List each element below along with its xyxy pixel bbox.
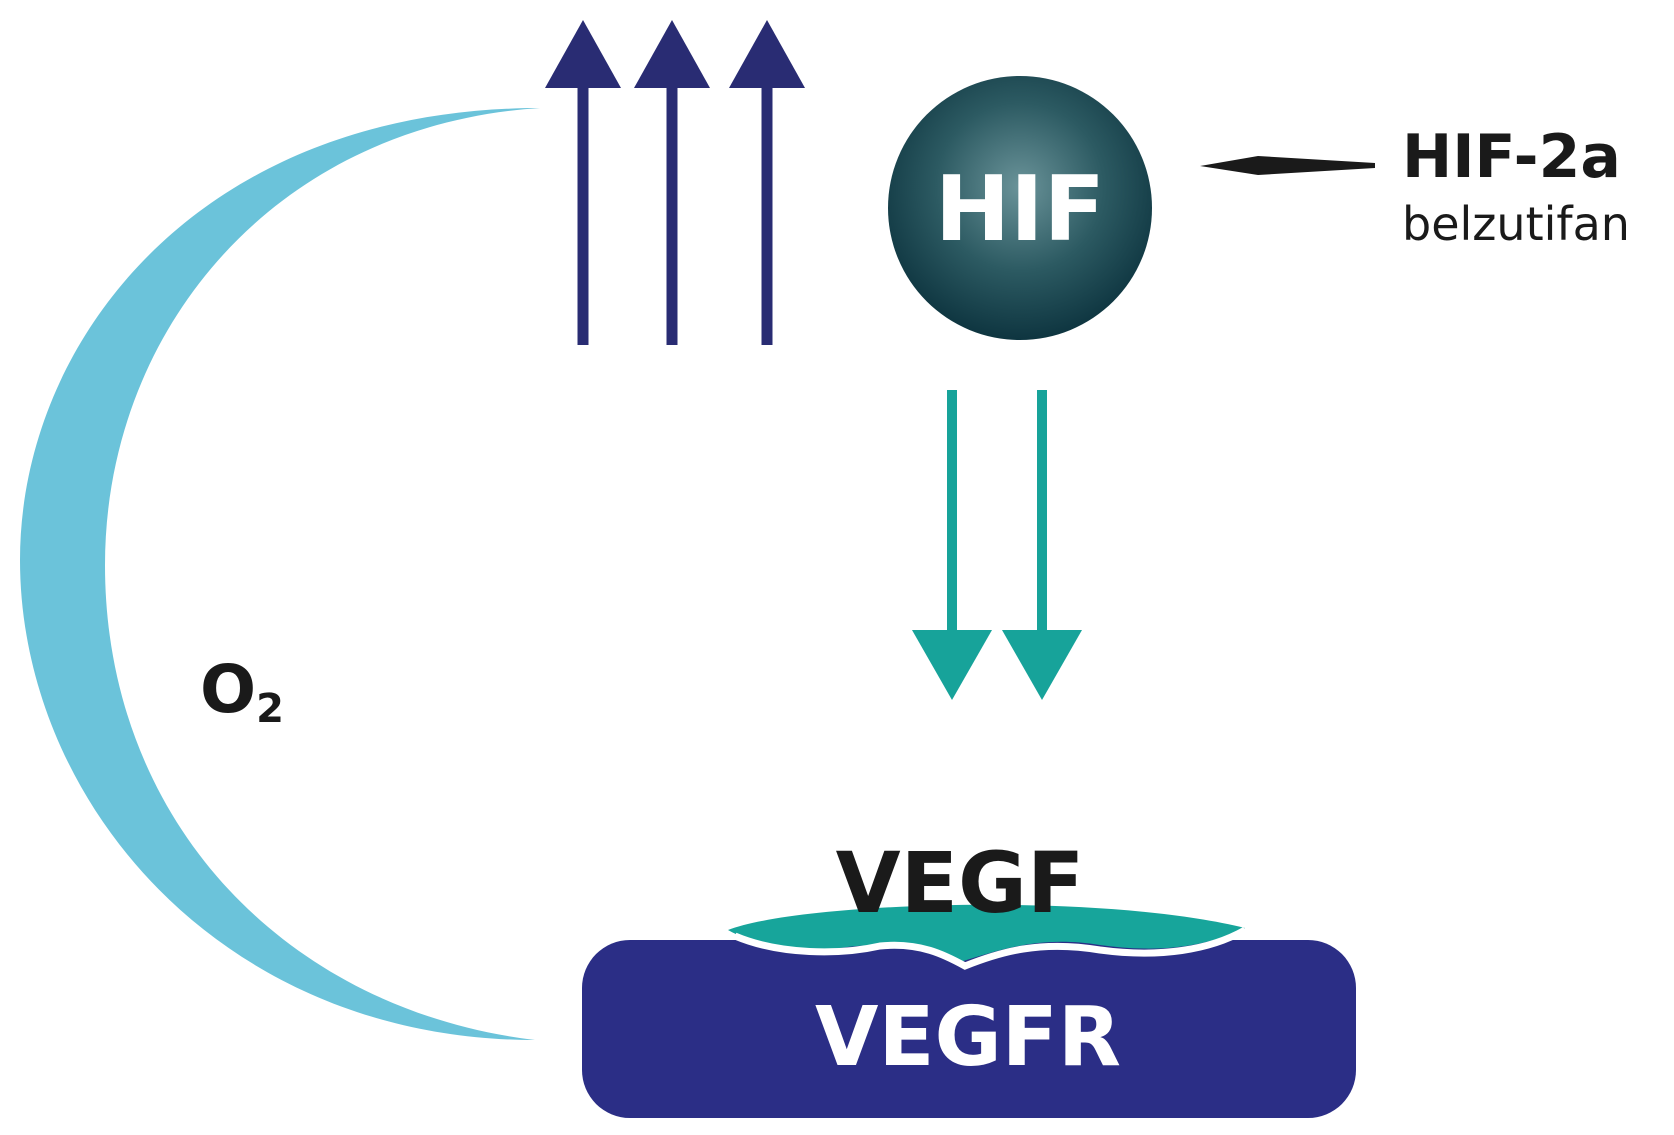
down-arrows-group: [912, 390, 1082, 700]
up-arrow: [545, 20, 621, 345]
hif-label: HIF: [935, 157, 1105, 262]
vegfr-body: [582, 940, 1356, 1118]
vegf-ligand-shape: [728, 904, 1245, 962]
up-arrow: [729, 20, 805, 345]
vegf-ligand: VEGF: [728, 834, 1247, 970]
oxygen-crescent: [20, 108, 540, 1040]
oxygen-subscript: 2: [256, 686, 284, 732]
oxygen-symbol: O: [200, 651, 256, 728]
hif-sphere: [888, 76, 1152, 340]
oxygen-label: O2: [200, 651, 284, 732]
down-arrow: [1002, 390, 1082, 700]
belzutifan-label: belzutifan: [1402, 197, 1630, 251]
up-arrow: [634, 20, 710, 345]
up-arrows-group: [545, 20, 805, 345]
vegfr-receptor: VEGFR: [582, 940, 1356, 1118]
binding-interface: [733, 926, 1247, 970]
inhibitor-arrow: [1200, 156, 1375, 175]
hif-2a-label: HIF-2a: [1402, 122, 1621, 192]
vegfr-label: VEGFR: [815, 990, 1121, 1085]
hif-node: HIF: [888, 76, 1152, 340]
vegf-label: VEGF: [836, 834, 1085, 932]
down-arrow: [912, 390, 992, 700]
